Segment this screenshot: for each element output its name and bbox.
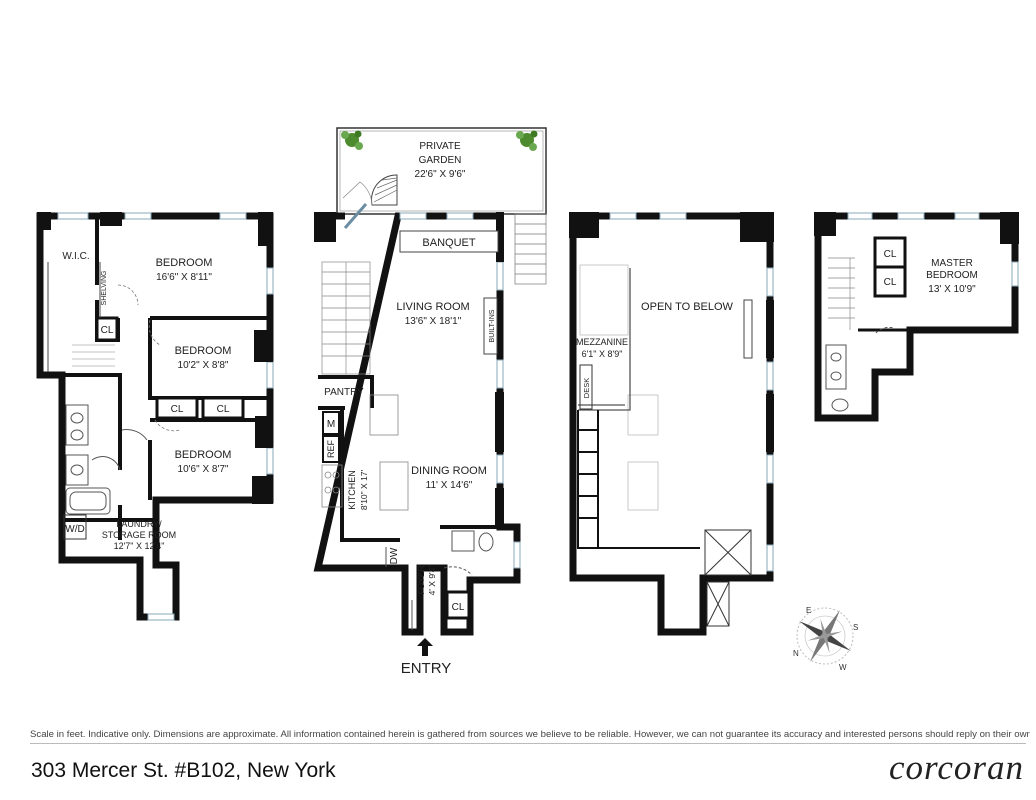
built-ins-label: BUILT-INS	[489, 309, 496, 342]
bedroom2-dims: 10'2" X 8'8"	[178, 360, 229, 371]
banquet-label: BANQUET	[422, 237, 475, 249]
living-room-name: LIVING ROOM	[396, 301, 469, 313]
desk-label: DESK	[582, 378, 591, 398]
mezzanine-floor: OPEN TO BELOW MEZZANINE 6'1" X 8'9" DESK	[569, 212, 774, 636]
bedroom1-name: BEDROOM	[156, 257, 213, 269]
closet-label: CL	[171, 404, 184, 415]
entry-label: ENTRY	[401, 660, 452, 677]
bedroom3-dims: 10'6" X 8'7"	[178, 464, 229, 475]
floor-plan: PRIVATE GARDEN 22'6" X 9'6"	[36, 127, 1019, 677]
open-to-below-label: OPEN TO BELOW	[641, 301, 734, 313]
living-room-dims: 13'6" X 18'1"	[405, 316, 462, 327]
pantry-label: PANTRY	[324, 387, 364, 398]
compass-e: E	[806, 606, 811, 615]
garden-name-1: PRIVATE	[419, 141, 461, 152]
closet-label: CL	[101, 325, 114, 336]
laundry-name-2: STORAGE ROOM	[102, 530, 176, 540]
compass-s: S	[853, 623, 858, 632]
disclaimer-text: Scale in feet. Indicative only. Dimensio…	[30, 729, 1030, 740]
main-floor: BANQUET LIVING ROOM 13'6" X 18'1" BUILT-…	[313, 203, 521, 677]
dw-label: DW	[389, 547, 400, 564]
bedroom3-name: BEDROOM	[175, 449, 232, 461]
plant-icon	[341, 130, 363, 150]
bedroom2-name: BEDROOM	[175, 345, 232, 357]
foyer-dims: 4' X 9'4"	[427, 565, 437, 596]
listing-address: 303 Mercer St. #B102, New York	[31, 759, 336, 782]
garden-name-2: GARDEN	[419, 155, 462, 166]
closet-label: CL	[884, 277, 897, 288]
footer-divider	[30, 743, 1026, 744]
dining-room-name: DINING ROOM	[411, 465, 487, 477]
closet-label: CL	[884, 249, 897, 260]
kitchen-dims: 8'10" X 17'	[359, 469, 369, 510]
closet-label: CL	[217, 404, 230, 415]
master-bedroom-name-2: BEDROOM	[926, 270, 978, 281]
garden: PRIVATE GARDEN 22'6" X 9'6"	[336, 127, 547, 285]
garden-dims: 22'6" X 9'6"	[415, 169, 466, 180]
compass-icon: N E S W	[793, 606, 858, 672]
entry-arrow-icon	[417, 638, 433, 656]
left-wing: W.I.C. SHELVING BEDROOM 16'6" X 8'11" BE…	[36, 212, 274, 621]
brand-logo: corcoran	[888, 748, 1024, 787]
mezzanine-name: MEZZANINE	[576, 337, 628, 347]
laundry-dims: 12'7" X 12'4"	[114, 541, 165, 551]
master-bedroom-name-1: MASTER	[931, 258, 973, 269]
mezzanine-dims: 6'1" X 8'9"	[582, 349, 623, 359]
foyer-name: FOYER	[416, 565, 426, 594]
dining-room-dims: 11' X 14'6"	[426, 480, 473, 491]
closet-label: CL	[452, 602, 465, 613]
kitchen-name: KITCHEN	[347, 470, 357, 510]
master-bedroom-dims: 13' X 10'9"	[928, 284, 976, 295]
wd-label: W/D	[65, 524, 84, 535]
wic-label: W.I.C.	[62, 251, 89, 262]
plant-icon	[516, 130, 538, 151]
bedroom1-dims: 16'6" X 8'11"	[156, 272, 212, 283]
laundry-name-1: LAUNDRY/	[116, 519, 162, 529]
ref-label: REF	[326, 439, 336, 458]
master-wing: CL CL MASTER BEDROOM 13' X 10'9"	[814, 212, 1019, 422]
shelving-label: SHELVING	[101, 271, 108, 306]
microwave-label: M	[327, 419, 335, 430]
compass-w: W	[839, 663, 847, 672]
exterior-stairs	[514, 213, 547, 285]
compass-n: N	[793, 649, 799, 658]
